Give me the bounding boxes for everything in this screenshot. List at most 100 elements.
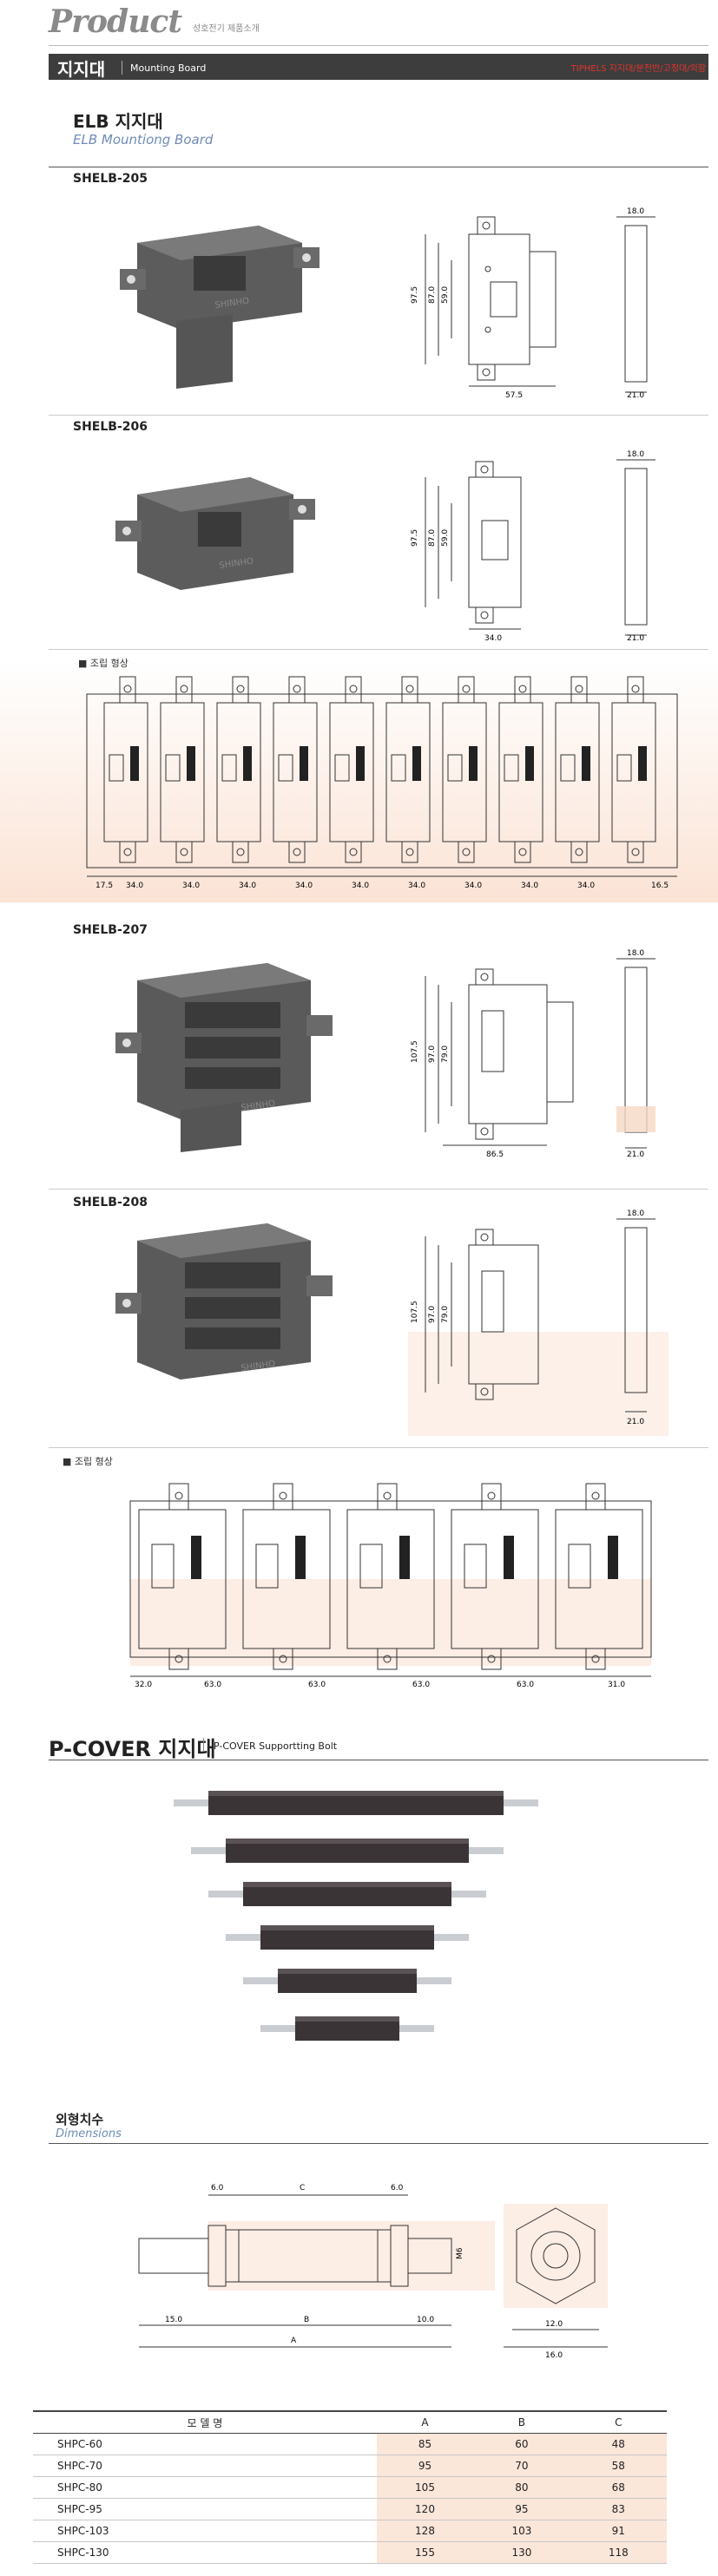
spec-table-header: 모 델 명 A B C	[33, 2410, 667, 2434]
spec-value-cell: 155	[376, 2541, 474, 2564]
spec-header-b: B	[473, 2410, 570, 2434]
dim-207-w: 18.0	[627, 949, 644, 958]
brand-mark-206: SHINHO	[219, 557, 254, 571]
dim-208-h3: 79.0	[441, 1306, 450, 1323]
drawing-205: 97.5 87.0 59.0 57.5 18.0 21.0	[411, 207, 655, 400]
pcover-bolts-photo	[174, 1791, 538, 2041]
assembly-unit	[160, 702, 205, 842]
assembly-unit	[385, 702, 431, 842]
bolt-item	[226, 1925, 469, 1950]
dim-206-h1: 97.5	[411, 529, 419, 547]
spec-value-cell: 60	[473, 2433, 570, 2455]
header-subtitle: 성호전기 제품소개	[193, 24, 260, 34]
assembly-unit	[216, 702, 261, 842]
dimensions-divider	[49, 2143, 708, 2144]
spec-value-cell: 95	[473, 2498, 570, 2520]
pc-dim-d7: 10.0	[417, 2316, 434, 2324]
spec-value-cell: 103	[473, 2520, 570, 2542]
dim-207-h1: 107.5	[411, 1040, 419, 1063]
spec-model-cell: SHPC-70	[33, 2455, 377, 2477]
spec-value-cell: 95	[376, 2455, 474, 2477]
assembly1-dim: 34.0	[408, 882, 425, 890]
assembly2-dim: 63.0	[412, 1681, 430, 1689]
pc-dim-d6: B	[304, 2316, 309, 2324]
category-bar	[49, 54, 708, 80]
brand-mark-208: SHINHO	[240, 1360, 276, 1373]
assembly1-dim: 34.0	[239, 882, 256, 890]
assembly1-dim: 34.0	[295, 882, 313, 890]
pc-dim-d5: 15.0	[165, 2316, 182, 2324]
assembly1-dim: 34.0	[352, 882, 369, 890]
category-title: 지지대	[57, 59, 106, 80]
spec-model-cell: SHPC-80	[33, 2476, 377, 2499]
bolt-item	[260, 2016, 434, 2041]
spec-header-model: 모 델 명	[33, 2410, 377, 2434]
dim-208-h2: 97.0	[428, 1306, 437, 1323]
dim-207-h3: 79.0	[441, 1045, 450, 1063]
assembly2-dim: 63.0	[308, 1681, 326, 1689]
dim-205-h1: 97.5	[411, 286, 419, 304]
spec-model-cell: SHPC-130	[33, 2541, 377, 2564]
dim-206-h3: 59.0	[441, 529, 450, 547]
assembly-note-2: ■ 조립 형상	[63, 1456, 113, 1467]
assembly1-dim: 34.0	[577, 882, 595, 890]
spec-value-cell: 48	[570, 2433, 667, 2455]
product-photo-208: SHINHO	[115, 1223, 333, 1380]
assembly1-dim: 34.0	[521, 882, 538, 890]
pc-dim-d3: 6.0	[391, 2184, 404, 2193]
spec-header-a: A	[376, 2410, 474, 2434]
model-label-207: SHELB-207	[73, 923, 148, 937]
pc-dim-d2: C	[300, 2184, 305, 2193]
brand-mark-207: SHINHO	[240, 1099, 276, 1113]
bolt-item	[208, 1882, 486, 1906]
dimensions-title: 외형치수	[56, 2112, 104, 2127]
dim-208-h1: 107.5	[411, 1301, 419, 1323]
assembly1-dim: 34.0	[182, 882, 200, 890]
dim-207-b2: 21.0	[627, 1150, 644, 1159]
assembly1-dim: 34.0	[464, 882, 482, 890]
spec-value-cell: 91	[570, 2520, 667, 2542]
pcover-dimension-drawing: 6.0 C 6.0 M6 15.0 B 10.0 A 12.0 16.0	[138, 2184, 608, 2360]
spec-value-cell: 118	[570, 2541, 667, 2564]
drawing-207: 107.5 97.0 79.0 86.5 18.0 21.0	[411, 949, 655, 1159]
dim-205-w: 18.0	[627, 207, 644, 216]
category-subtitle: Mounting Board	[130, 62, 207, 74]
assembly2-dim: 63.0	[517, 1681, 534, 1689]
bolt-item	[243, 1969, 451, 1993]
header-product-title: Product	[49, 3, 182, 40]
product-photo-206: SHINHO	[115, 477, 315, 590]
assembly1-dim: 34.0	[126, 882, 143, 890]
spec-value-cell: 130	[473, 2541, 570, 2564]
spec-value-cell: 68	[570, 2476, 667, 2499]
spec-value-cell: 105	[376, 2476, 474, 2499]
assembly-unit	[103, 702, 148, 842]
spec-model-cell: SHPC-103	[33, 2520, 377, 2542]
assembly-unit	[329, 702, 374, 842]
spec-header-c: C	[570, 2410, 667, 2434]
dim-205-h2: 87.0	[428, 286, 437, 304]
assembly-unit	[498, 702, 543, 842]
dim-207-h2: 97.0	[428, 1045, 437, 1063]
pcover-subtitle: P-COVER Supportting Bolt	[214, 1740, 338, 1752]
bolt-item	[191, 1839, 504, 1863]
section-subtitle: ELB Mountiong Board	[73, 132, 214, 147]
dim-207-b1: 86.5	[486, 1150, 504, 1159]
divider	[49, 649, 708, 650]
assembly1-dim: 16.5	[651, 882, 669, 890]
dim-206-w: 18.0	[627, 450, 644, 459]
assembly1-dim: 17.5	[96, 882, 113, 890]
divider	[49, 415, 708, 416]
dim-206-b2: 21.0	[627, 634, 644, 643]
spec-value-cell: 80	[473, 2476, 570, 2499]
assembly2-dim: 31.0	[608, 1681, 625, 1689]
dimensions-subtitle: Dimensions	[56, 2127, 122, 2140]
dim-205-h3: 59.0	[441, 286, 450, 304]
dim-205-b1: 57.5	[505, 391, 523, 400]
